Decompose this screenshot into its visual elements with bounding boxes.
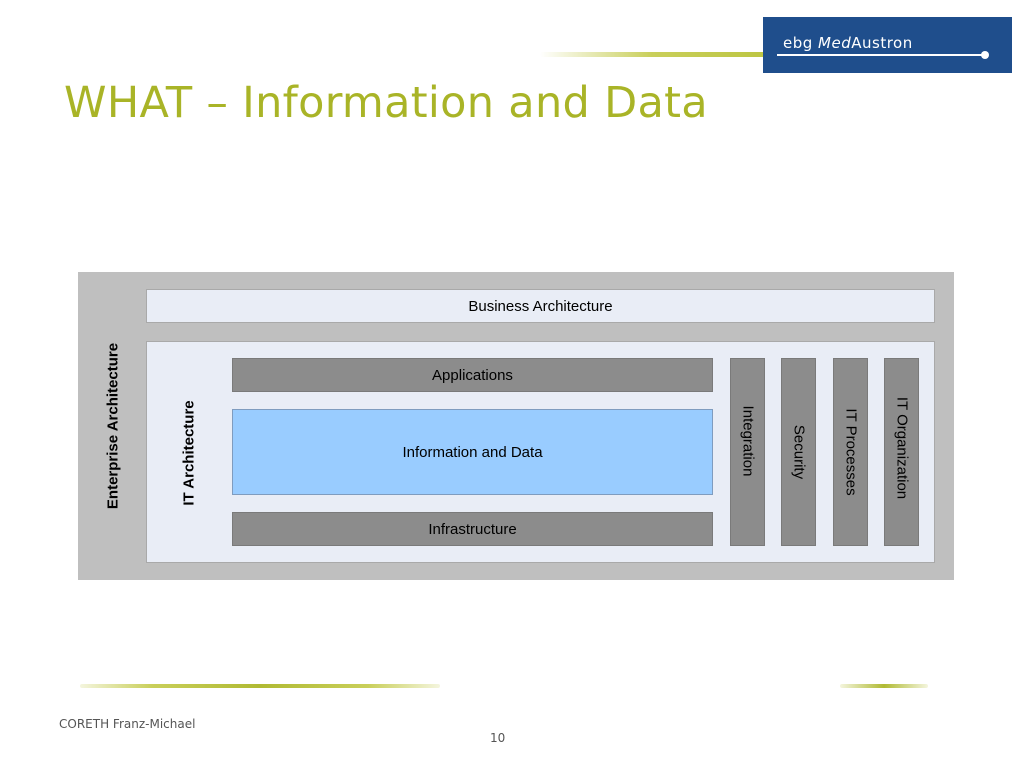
logo-text: ebg MedAustron [783, 34, 913, 52]
footer-accent-line-left [80, 684, 440, 688]
infrastructure-layer: Infrastructure [232, 512, 713, 546]
integration-pillar: Integration [730, 358, 765, 546]
it-processes-label: IT Processes [842, 408, 859, 496]
logo-suffix: Austron [851, 34, 913, 52]
business-architecture-box: Business Architecture [146, 289, 935, 323]
applications-layer: Applications [232, 358, 713, 392]
it-organization-label: IT Organization [893, 397, 910, 500]
security-label: Security [790, 424, 807, 480]
page-number: 10 [490, 731, 506, 745]
enterprise-architecture-label: Enterprise Architecture [104, 342, 122, 510]
logo-underline [777, 54, 983, 56]
footer-accent-line-right [840, 684, 928, 688]
logo-dot [981, 51, 989, 59]
logo-emphasis: Med [818, 34, 852, 52]
footer-author: CORETH Franz-Michael [59, 717, 196, 731]
information-and-data-layer: Information and Data [232, 409, 713, 495]
it-processes-pillar: IT Processes [833, 358, 868, 546]
company-logo: ebg MedAustron [763, 17, 1012, 73]
integration-label: Integration [739, 405, 756, 477]
security-pillar: Security [781, 358, 816, 546]
logo-prefix: ebg [783, 34, 819, 52]
it-organization-pillar: IT Organization [884, 358, 919, 546]
slide-title: WHAT – Information and Data [64, 78, 708, 128]
it-architecture-label: IT Architecture [180, 400, 198, 506]
